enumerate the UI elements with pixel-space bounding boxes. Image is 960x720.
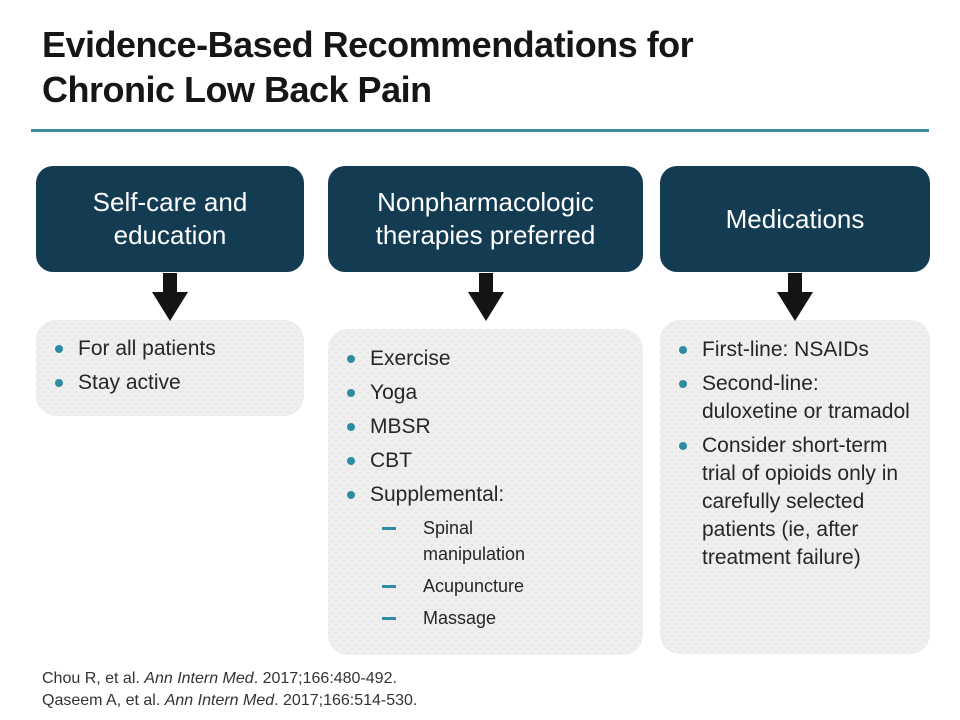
content-box-nonpharmacologic: Exercise Yoga MBSR CBT Supplemental: Spi…	[328, 329, 643, 655]
bullet-icon	[679, 380, 687, 388]
down-arrow-icon	[777, 273, 813, 321]
content-box-self-care: For all patients Stay active	[36, 320, 304, 416]
bullet-icon	[347, 457, 355, 465]
header-box-medications: Medications	[660, 166, 930, 272]
list-item: MBSR	[344, 413, 633, 441]
sub-list-item: Acupuncture	[344, 573, 574, 599]
list-item: Supplemental:	[344, 481, 633, 509]
dash-icon	[382, 527, 396, 530]
header-box-nonpharmacologic: Nonpharmacologic therapies preferred	[328, 166, 643, 272]
list-item: Stay active	[52, 369, 294, 397]
citations: Chou R, et al. Ann Intern Med. 2017;166:…	[42, 668, 417, 711]
bullet-icon	[679, 346, 687, 354]
bullet-icon	[347, 389, 355, 397]
journal-name: Ann Intern Med	[164, 691, 275, 709]
bullet-icon	[679, 442, 687, 450]
list-item: Yoga	[344, 379, 633, 407]
list-item: Exercise	[344, 345, 633, 373]
citation-line: Qaseem A, et al. Ann Intern Med. 2017;16…	[42, 691, 418, 709]
journal-name: Ann Intern Med	[144, 670, 254, 687]
header-label: Self-care and education	[92, 187, 248, 250]
column-nonpharmacologic: Nonpharmacologic therapies preferred Exe…	[328, 166, 643, 655]
list-item: CBT	[344, 447, 633, 475]
content-box-medications: First-line: NSAIDs Second-line: duloxeti…	[660, 320, 930, 654]
header-label: Medications	[725, 203, 865, 234]
bullet-icon	[55, 345, 63, 353]
bullet-list: First-line: NSAIDs Second-line: duloxeti…	[676, 336, 920, 572]
bullet-icon	[347, 355, 355, 363]
title-line-2: Chronic Low Back Pain	[42, 69, 432, 110]
list-item: First-line: NSAIDs	[676, 336, 920, 364]
sub-list-item: Spinal manipulation	[344, 515, 574, 567]
column-self-care: Self-care and education For all patients…	[36, 166, 304, 416]
bullet-icon	[347, 423, 355, 431]
header-label: Nonpharmacologic therapies preferred	[375, 187, 596, 250]
title-divider	[31, 129, 929, 132]
list-item: Second-line: duloxetine or tramadol	[676, 370, 920, 426]
down-arrow-icon	[152, 273, 188, 321]
citation-line: Chou R, et al. Ann Intern Med. 2017;166:…	[42, 670, 397, 687]
bullet-list: For all patients Stay active	[52, 335, 294, 397]
bullet-icon	[347, 491, 355, 499]
title-line-1: Evidence-Based Recommendations for	[42, 24, 694, 65]
dash-icon	[382, 617, 396, 620]
list-item: For all patients	[52, 335, 294, 363]
bullet-list: Exercise Yoga MBSR CBT Supplemental: Spi…	[344, 345, 633, 631]
dash-icon	[382, 585, 396, 588]
sub-list-item: Massage	[344, 605, 574, 631]
bullet-icon	[55, 379, 63, 387]
header-box-self-care: Self-care and education	[36, 166, 304, 272]
list-item: Consider short-term trial of opioids onl…	[676, 432, 920, 572]
down-arrow-icon	[467, 273, 504, 321]
column-medications: Medications First-line: NSAIDs Second-li…	[660, 166, 930, 654]
